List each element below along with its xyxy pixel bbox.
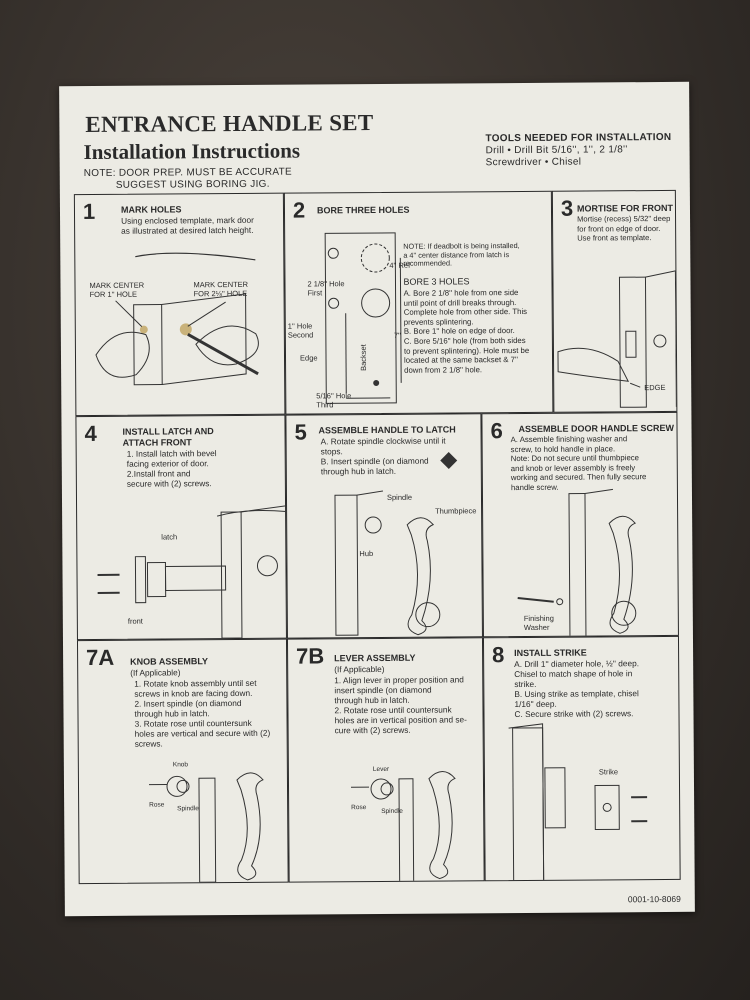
marking-illustration — [95, 252, 259, 386]
label-edge: Edge — [299, 353, 318, 363]
label-strike: Strike — [598, 767, 619, 777]
label-4-ref: 4'' Ref — [389, 260, 411, 270]
label-spindle: Spindle — [381, 807, 403, 815]
document-code: 0001-10-8069 — [627, 893, 681, 905]
label-first-hole: 2 1/8'' Hole First — [307, 279, 345, 298]
latch-illustration — [97, 505, 287, 639]
step-8-panel: 8 INSTALL STRIKE A. Drill 1'' diameter h… — [482, 635, 681, 882]
label-rose: Rose — [149, 801, 165, 809]
step-1-panel: 1 MARK HOLES Using enclosed template, ma… — [73, 192, 286, 417]
label-knob: Knob — [172, 761, 189, 769]
step-7a-panel: 7A KNOB ASSEMBLY (If Applicable) 1. Rota… — [76, 638, 289, 885]
step-7b-panel: 7B LEVER ASSEMBLY (If Applicable) 1. Ali… — [286, 637, 485, 883]
door-prep-note: NOTE: DOOR PREP. MUST BE ACCURATE SUGGES… — [84, 167, 292, 192]
label-third-hole: 5/16'' Hole Third — [316, 391, 352, 410]
label-spindle: Spindle — [386, 492, 413, 502]
label-hub: Hub — [359, 549, 374, 559]
handle-screw-illustration — [517, 488, 637, 638]
bore-diagram — [324, 232, 402, 404]
lever-assembly-illustration — [351, 771, 456, 883]
step-5-panel: 5 ASSEMBLE HANDLE TO LATCH A. Rotate spi… — [285, 413, 483, 639]
label-backset: Backset — [358, 344, 368, 371]
label-spindle: Spindle — [177, 805, 199, 813]
step-3-panel: 3 MORTISE FOR FRONT Mortise (recess) 5/3… — [551, 189, 678, 413]
label-latch: latch — [161, 532, 178, 542]
mortise-illustration — [557, 270, 677, 408]
note-line-2: SUGGEST USING BORING JIG. — [115, 178, 270, 191]
label-front: front — [127, 616, 143, 626]
label-second-hole: 1'' Hole Second — [287, 321, 314, 340]
label-lever: Lever — [372, 765, 390, 774]
tools-heading: TOOLS NEEDED FOR INSTALLATION — [485, 131, 672, 145]
step-2-panel: 2 BORE THREE HOLES NOTE: If deadbolt is … — [283, 190, 554, 415]
instruction-sheet: ENTRANCE HANDLE SET Installation Instruc… — [59, 81, 695, 917]
label-7-inch: 7'' — [393, 330, 401, 340]
label-finishing-washer: Finishing Washer — [523, 613, 554, 632]
step-4-panel: 4 INSTALL LATCH AND ATTACH FRONT 1. Inst… — [75, 414, 287, 641]
knob-assembly-illustration — [148, 772, 264, 883]
handle-to-latch-illustration — [334, 452, 458, 636]
title-line-2: Installation Instructions — [83, 138, 301, 165]
tools-line-2: Screwdriver • Chisel — [485, 156, 582, 169]
step-6-panel: 6 ASSEMBLE DOOR HANDLE SCREW A. Assemble… — [481, 411, 679, 638]
tools-needed: TOOLS NEEDED FOR INSTALLATION Drill • Dr… — [485, 132, 671, 169]
label-edge: EDGE — [644, 382, 666, 393]
label-thumbpiece: Thumbpiece — [435, 506, 477, 516]
label-rose: Rose — [351, 804, 367, 812]
title-line-1: ENTRANCE HANDLE SET — [85, 110, 374, 138]
strike-illustration — [508, 723, 648, 882]
